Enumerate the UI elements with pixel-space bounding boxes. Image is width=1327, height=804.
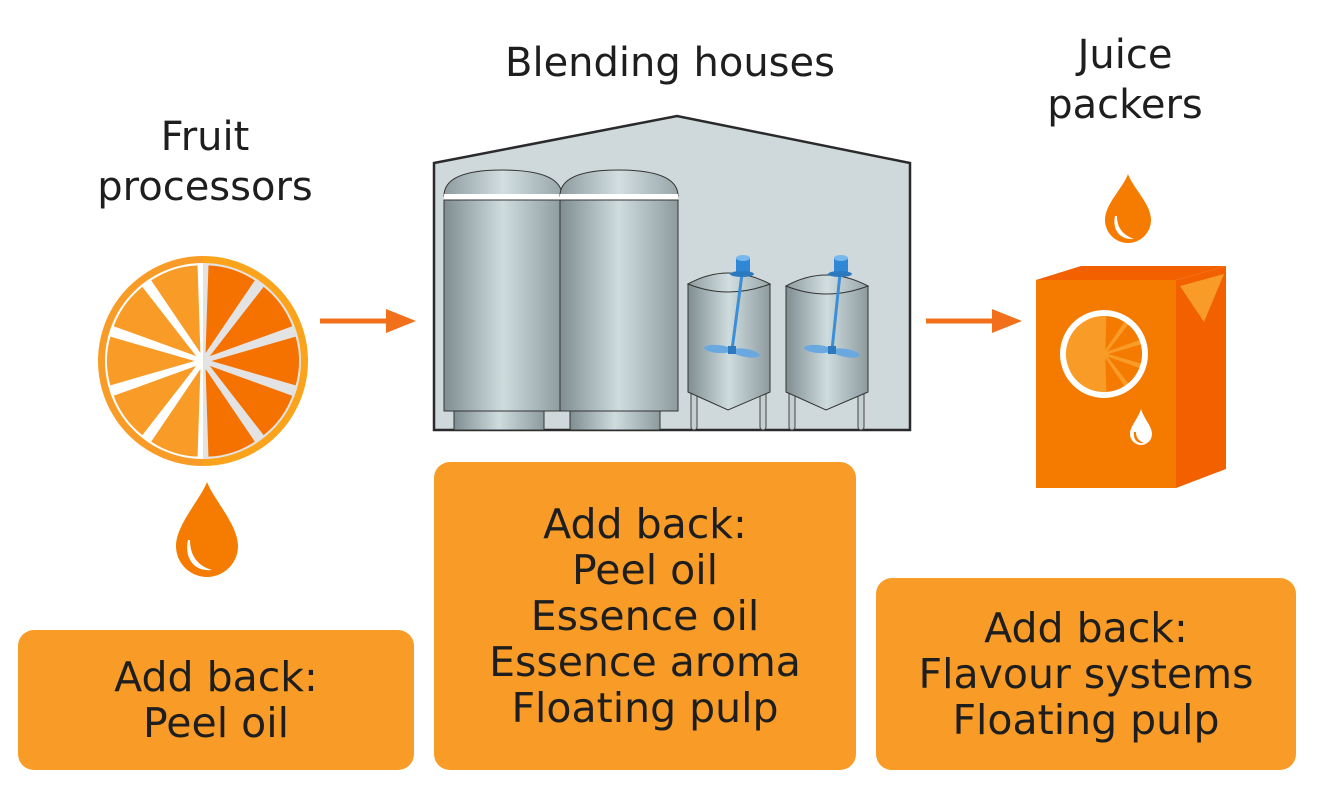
- add-back-item: Peel oil: [142, 699, 289, 747]
- storage-tank: [443, 169, 563, 431]
- add-back-heading: Add back:: [984, 604, 1188, 652]
- orange-segment: [1068, 356, 1101, 384]
- stage-title-blending-houses: Blending houses: [440, 38, 900, 88]
- orange-segment: [113, 365, 197, 436]
- stage-title-juice-packers: Juice packers: [990, 30, 1260, 130]
- orange-segment: [106, 336, 195, 386]
- orange-segment: [1083, 357, 1103, 392]
- title-line: processors: [97, 164, 313, 210]
- flow-arrow: [926, 309, 1022, 333]
- orange-slice-icon: [98, 256, 308, 466]
- title-line: Fruit: [160, 114, 250, 160]
- add-back-item: Flavour systems: [918, 650, 1254, 698]
- add-back-item: Peel oil: [571, 546, 718, 594]
- stage-title-fruit-processors: Fruit processors: [70, 112, 340, 212]
- blending-house-tanks-icon: [432, 114, 912, 432]
- orange-segment: [1107, 324, 1140, 352]
- add-back-item: Floating pulp: [952, 696, 1220, 744]
- mixing-tank: [784, 255, 870, 431]
- title-line: packers: [1047, 82, 1203, 128]
- mixing-tank: [686, 255, 772, 431]
- orange-segment: [151, 265, 201, 354]
- add-back-box-juice-packers: Add back: Flavour systems Floating pulp: [876, 578, 1296, 770]
- orange-segment: [205, 368, 255, 457]
- orange-segment: [1066, 344, 1100, 364]
- add-back-item: Essence aroma: [489, 638, 801, 686]
- orange-segment: [1107, 356, 1140, 384]
- add-back-box-blending-houses: Add back: Peel oil Essence oil Essence a…: [434, 462, 856, 770]
- orange-segment: [113, 286, 197, 357]
- orange-segment: [1105, 316, 1125, 351]
- add-back-box-fruit-processors: Add back: Peel oil: [18, 630, 414, 770]
- title-line: Juice: [1077, 32, 1173, 78]
- orange-segment: [1083, 316, 1103, 351]
- orange-segment: [209, 365, 293, 436]
- add-back-heading: Add back:: [114, 653, 318, 701]
- title-line: Blending houses: [505, 40, 835, 86]
- orange-segment: [1068, 324, 1101, 352]
- orange-segment: [211, 336, 299, 386]
- storage-tank: [559, 169, 679, 431]
- orange-segment: [209, 286, 293, 357]
- add-back-heading: Add back:: [543, 500, 747, 548]
- oil-drop-icon: [1105, 174, 1151, 243]
- oil-drop-icon: [176, 482, 238, 577]
- flow-arrow: [320, 309, 416, 333]
- add-back-item: Floating pulp: [511, 684, 779, 732]
- juice-carton-icon: [1036, 266, 1226, 488]
- orange-segment: [1108, 344, 1142, 364]
- orange-segment: [1105, 357, 1125, 392]
- add-back-item: Essence oil: [530, 592, 760, 640]
- orange-segment: [205, 265, 255, 354]
- orange-segment: [151, 368, 201, 457]
